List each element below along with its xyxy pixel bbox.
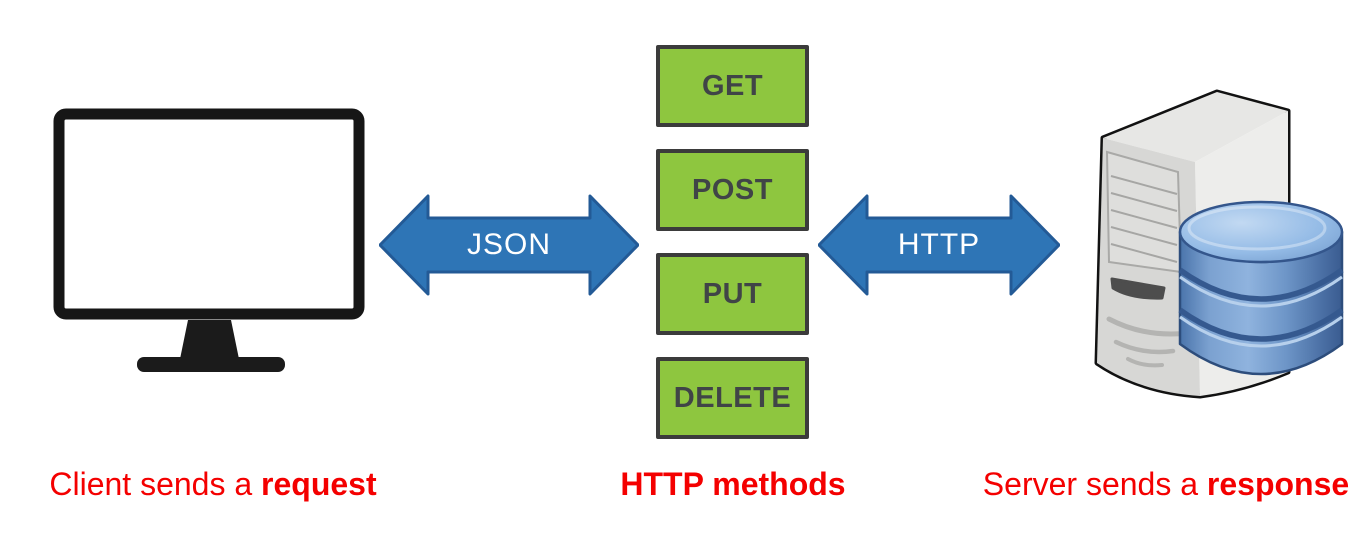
monitor-stand-neck [180,320,239,359]
http-method-label: POST [692,173,773,206]
server-caption-bold: response [1206,466,1350,502]
monitor-screen [53,108,365,320]
desktop-monitor-icon [53,108,365,372]
double-arrow-icon [379,194,639,296]
server-caption: Server sends a response [983,466,1349,503]
http-method-label: DELETE [673,381,792,414]
server-disc-slot [1110,277,1166,300]
server-caption-prefix: Server sends a [982,466,1207,502]
server-top-face [1103,92,1288,162]
json-arrow: JSON [379,194,639,296]
http-method-box-post: POST [656,149,809,231]
database-icon [1178,200,1344,376]
http-method-box-delete: DELETE [656,357,809,439]
double-arrow-icon [818,194,1060,296]
server-database-icon [1094,89,1344,399]
server-drive-bay-slats [1110,175,1178,263]
monitor-stand-base [137,357,285,372]
http-method-box-get: GET [656,45,809,127]
http-methods-caption: HTTP methods [620,466,846,502]
client-caption: Client sends a request [49,466,376,503]
client-caption-prefix: Client sends a [49,466,262,502]
json-arrow-label: JSON [466,228,551,261]
http-arrow: HTTP [818,194,1060,296]
http-method-box-put: PUT [656,253,809,335]
http-arrow-label: HTTP [897,228,981,261]
client-caption-bold: request [261,466,377,502]
http-method-label: PUT [702,277,763,310]
http-method-label: GET [701,69,764,102]
